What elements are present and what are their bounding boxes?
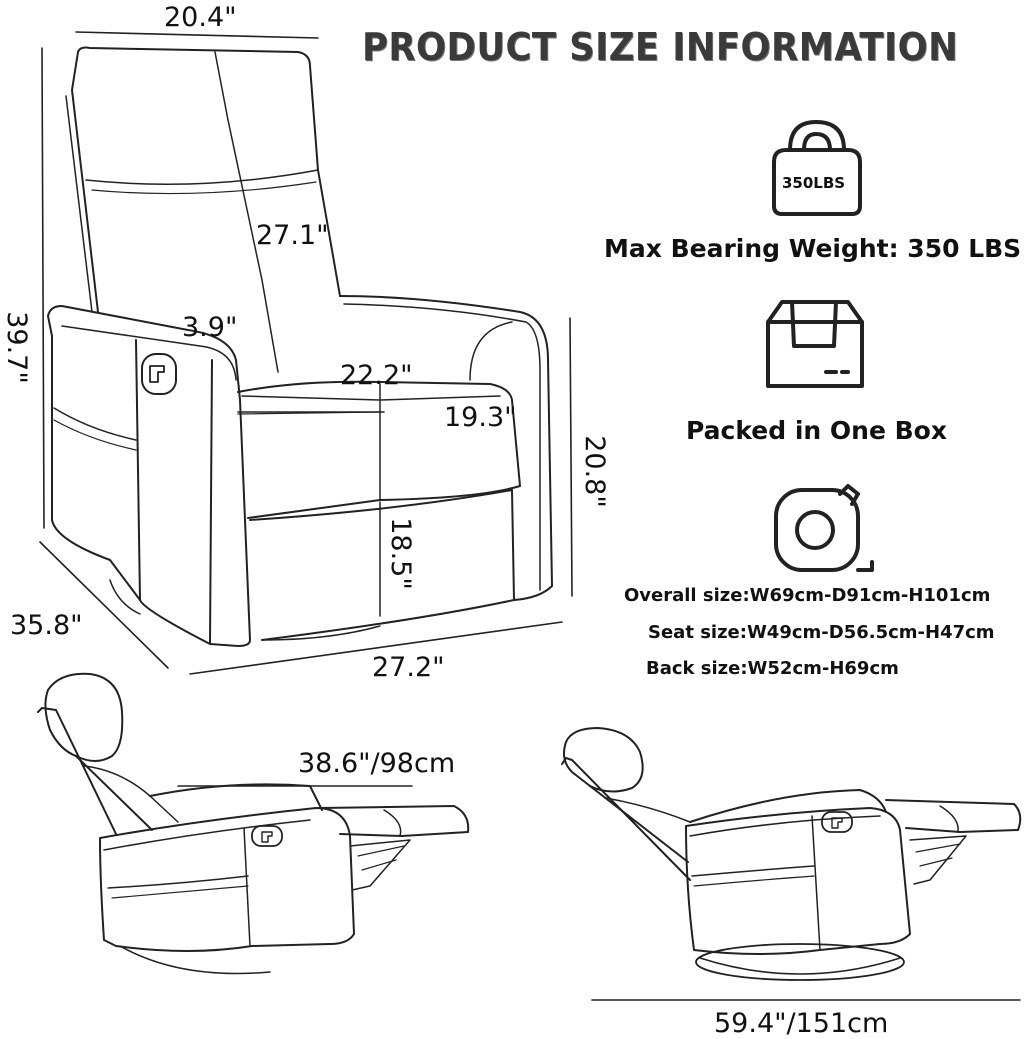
spec-overall-size: Overall size:W69cm-D91cm-H101cm	[624, 585, 991, 606]
box-icon	[766, 300, 864, 388]
recliner-front-drawing	[47, 46, 553, 647]
weight-label: Max Bearing Weight: 350 LBS	[604, 234, 1022, 263]
spec-back-size: Back size:W52cm-H69cm	[646, 658, 899, 679]
dimension-depth-total: 35.8"	[10, 610, 83, 641]
box-label: Packed in One Box	[686, 416, 947, 445]
page-title: PRODUCT SIZE INFORMATION	[362, 25, 959, 69]
dimension-back-height: 27.1"	[256, 220, 329, 251]
dimension-width-top: 20.4"	[164, 2, 237, 33]
dimension-width-bottom: 27.2"	[372, 652, 445, 683]
spec-seat-size: Seat size:W49cm-D56.5cm-H47cm	[648, 622, 995, 643]
dimension-seat-width: 22.2"	[340, 360, 413, 391]
dimension-seat-height: 18.5"	[384, 517, 416, 590]
tape-measure-icon	[774, 484, 874, 572]
recliner-reclined-side-drawing	[37, 672, 470, 975]
dimension-arm-height: 20.8"	[578, 435, 610, 508]
dimension-reclined-depth: 38.6"/98cm	[298, 748, 456, 779]
dimension-lines	[39, 31, 1021, 1001]
weight-icon	[772, 120, 862, 216]
dimension-reclined-length: 59.4"/151cm	[714, 1008, 889, 1039]
dimension-seat-depth: 19.3"	[444, 402, 517, 433]
dimension-arm-width: 3.9"	[182, 312, 238, 343]
recliner-reclined-angle-drawing	[561, 727, 1022, 981]
weight-badge: 350LBS	[782, 174, 846, 192]
dimension-height-total: 39.7"	[0, 311, 32, 384]
